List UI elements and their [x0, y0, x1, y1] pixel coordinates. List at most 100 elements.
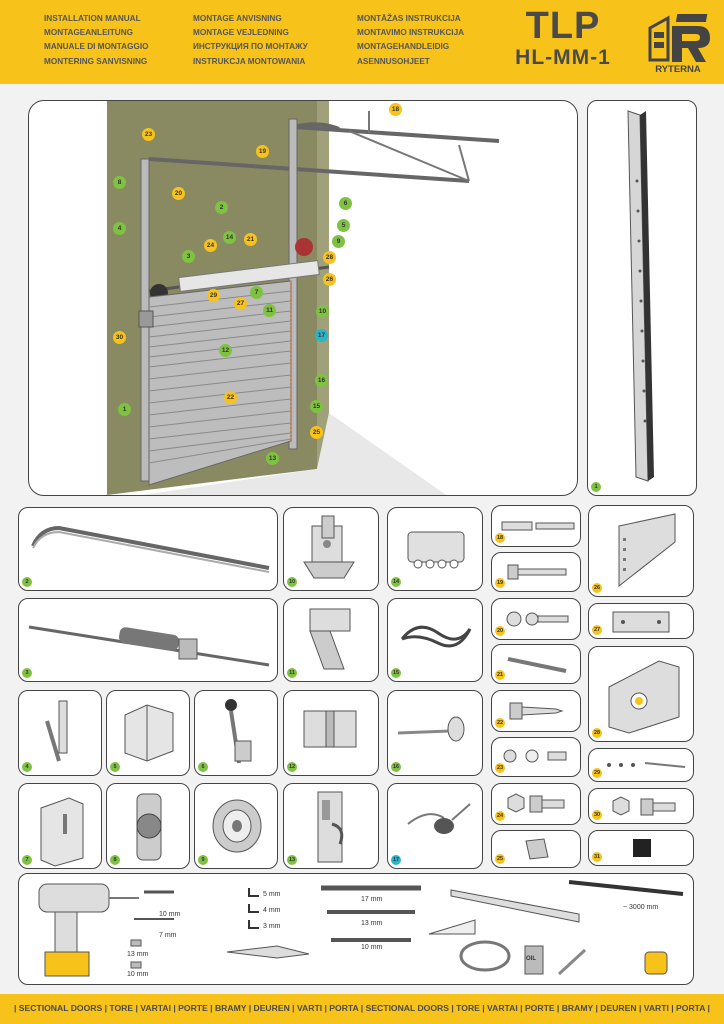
part-number: 9	[198, 855, 208, 865]
track-bracket-drawing	[45, 700, 68, 762]
screw-drawing	[509, 702, 564, 720]
part-panel-27: 27	[588, 603, 694, 639]
part-number: 10	[287, 577, 297, 587]
slotted-plate-drawing	[40, 797, 84, 867]
socket-size: 10 mm	[127, 971, 149, 978]
model-name: TLP HL-MM-1	[498, 6, 628, 70]
part-number: 28	[592, 728, 602, 738]
callout: 12	[219, 344, 232, 357]
part-panel-1: 1	[587, 100, 697, 496]
part-panel-4: 4	[18, 690, 102, 776]
part-number: 13	[287, 855, 297, 865]
callout: 15	[310, 400, 323, 413]
part-number: 30	[592, 810, 602, 820]
callout: 25	[310, 426, 323, 439]
callout: 17	[315, 329, 328, 342]
vertical-track-drawing	[627, 110, 654, 482]
part-panel-8: 8	[106, 783, 190, 869]
callout: 22	[224, 391, 237, 404]
part-panel-12: 12	[283, 690, 379, 776]
nut-washer-drawing	[503, 749, 567, 763]
part-number: 4	[22, 762, 32, 772]
cable-drawing	[400, 625, 472, 648]
part-panel-19: 19	[491, 552, 581, 592]
part-number: 31	[592, 852, 602, 862]
part-panel-16: 16	[387, 690, 483, 776]
header-col-1: INSTALLATION MANUAL MONTAGEANLEITUNG MAN…	[44, 12, 148, 69]
hex-nut-bolt-drawing	[507, 793, 565, 813]
anchor-bolt-drawing	[501, 521, 575, 531]
callout: 18	[389, 103, 402, 116]
callout: 19	[256, 145, 269, 158]
callout: 6	[339, 197, 352, 210]
part-panel-17: 17	[387, 783, 483, 869]
part-panel-24: 24	[491, 783, 581, 825]
header-bar: INSTALLATION MANUAL MONTAGEANLEITUNG MAN…	[0, 0, 724, 84]
safety-cable-drawing	[407, 803, 471, 834]
part-panel-11: 11	[283, 598, 379, 682]
tools-drawing	[38, 880, 684, 977]
logo-icon	[648, 14, 710, 62]
wheel-shaft-drawing	[397, 716, 465, 742]
header-text: MANUALE DI MONTAGGIO	[44, 42, 149, 52]
bearing-plate-drawing	[608, 660, 680, 734]
callout: 5	[337, 219, 350, 232]
pulley-bracket-drawing	[136, 793, 162, 861]
part-number: 20	[495, 626, 505, 636]
part-number: 3	[22, 668, 32, 678]
model-line-2: HL-MM-1	[515, 46, 611, 69]
footer-text: | SECTIONAL DOORS | TORE | VARTAI | PORT…	[14, 1003, 710, 1013]
part-number: 27	[592, 625, 602, 635]
hex-key-size: 4 mm	[263, 907, 281, 914]
hex-key-size: 5 mm	[263, 891, 281, 898]
bottom-bracket-drawing	[309, 608, 351, 670]
part-panel-31: 31	[588, 830, 694, 866]
header-text: MONTAGEANLEITUNG	[44, 28, 133, 38]
callout: 8	[113, 176, 126, 189]
part-panel-15: 15	[387, 598, 483, 682]
part-panel-22: 22	[491, 690, 581, 732]
callout: 9	[332, 235, 345, 248]
callout: 16	[315, 374, 328, 387]
callout: 27	[234, 297, 247, 310]
hex-key-size: 3 mm	[263, 923, 281, 930]
callout: 7	[250, 286, 263, 299]
part-panel-20: 20	[491, 598, 581, 640]
footer-bar: | SECTIONAL DOORS | TORE | VARTAI | PORT…	[0, 994, 724, 1024]
angle-bracket-drawing	[124, 704, 174, 762]
small-bolt-set-drawing	[607, 762, 686, 768]
brand-logo: RYTERNA	[640, 10, 716, 76]
main-assembly-panel: 23 19 18 8 20 2 6 4 5 24 14 21 9 3 28 26…	[28, 100, 578, 496]
callout: 3	[182, 250, 195, 263]
callout: 13	[266, 452, 279, 465]
part-panel-10: 10	[283, 507, 379, 591]
callout: 1	[118, 403, 131, 416]
brand-name: RYTERNA	[655, 64, 701, 75]
header-text: MONTAGE ANVISNING	[193, 14, 282, 23]
part-number: 21	[495, 670, 505, 680]
wrench-size: 13 mm	[361, 920, 383, 927]
callout: 10	[316, 305, 329, 318]
part-number: 18	[495, 533, 505, 543]
wrench-size: 17 mm	[361, 896, 383, 903]
tools-panel: 10 mm 7 mm 13 mm 10 mm 5 mm 4 mm 3 mm 17…	[18, 873, 694, 985]
callout: 14	[223, 231, 236, 244]
part-number: 1	[591, 482, 601, 492]
header-col-3: MONTĀŽAS INSTRUKCIJA MONTAVIMO INSTRUKCI…	[357, 12, 464, 69]
callout: 4	[113, 222, 126, 235]
cable-drum-drawing	[212, 799, 262, 853]
bolt-nut-drawing	[612, 796, 676, 816]
rubber-block-drawing	[633, 839, 651, 857]
header-text: ИНСТРУКЦИЯ ПО МОНТАЖУ	[193, 42, 308, 52]
callout: 2	[215, 201, 228, 214]
callout: 30	[113, 331, 126, 344]
header-text: MONTĀŽAS INSTRUKCIJA	[357, 14, 461, 23]
part-panel-28: 28	[588, 646, 694, 742]
clip-piece-drawing	[525, 838, 549, 860]
header-text: INSTALLATION MANUAL	[44, 14, 141, 23]
header-text: MONTAVIMO INSTRUKCIJA	[357, 28, 465, 38]
part-panel-5: 5	[106, 690, 190, 776]
pin-drawing	[507, 657, 567, 673]
part-number: 14	[391, 577, 401, 587]
part-number: 25	[495, 854, 505, 864]
